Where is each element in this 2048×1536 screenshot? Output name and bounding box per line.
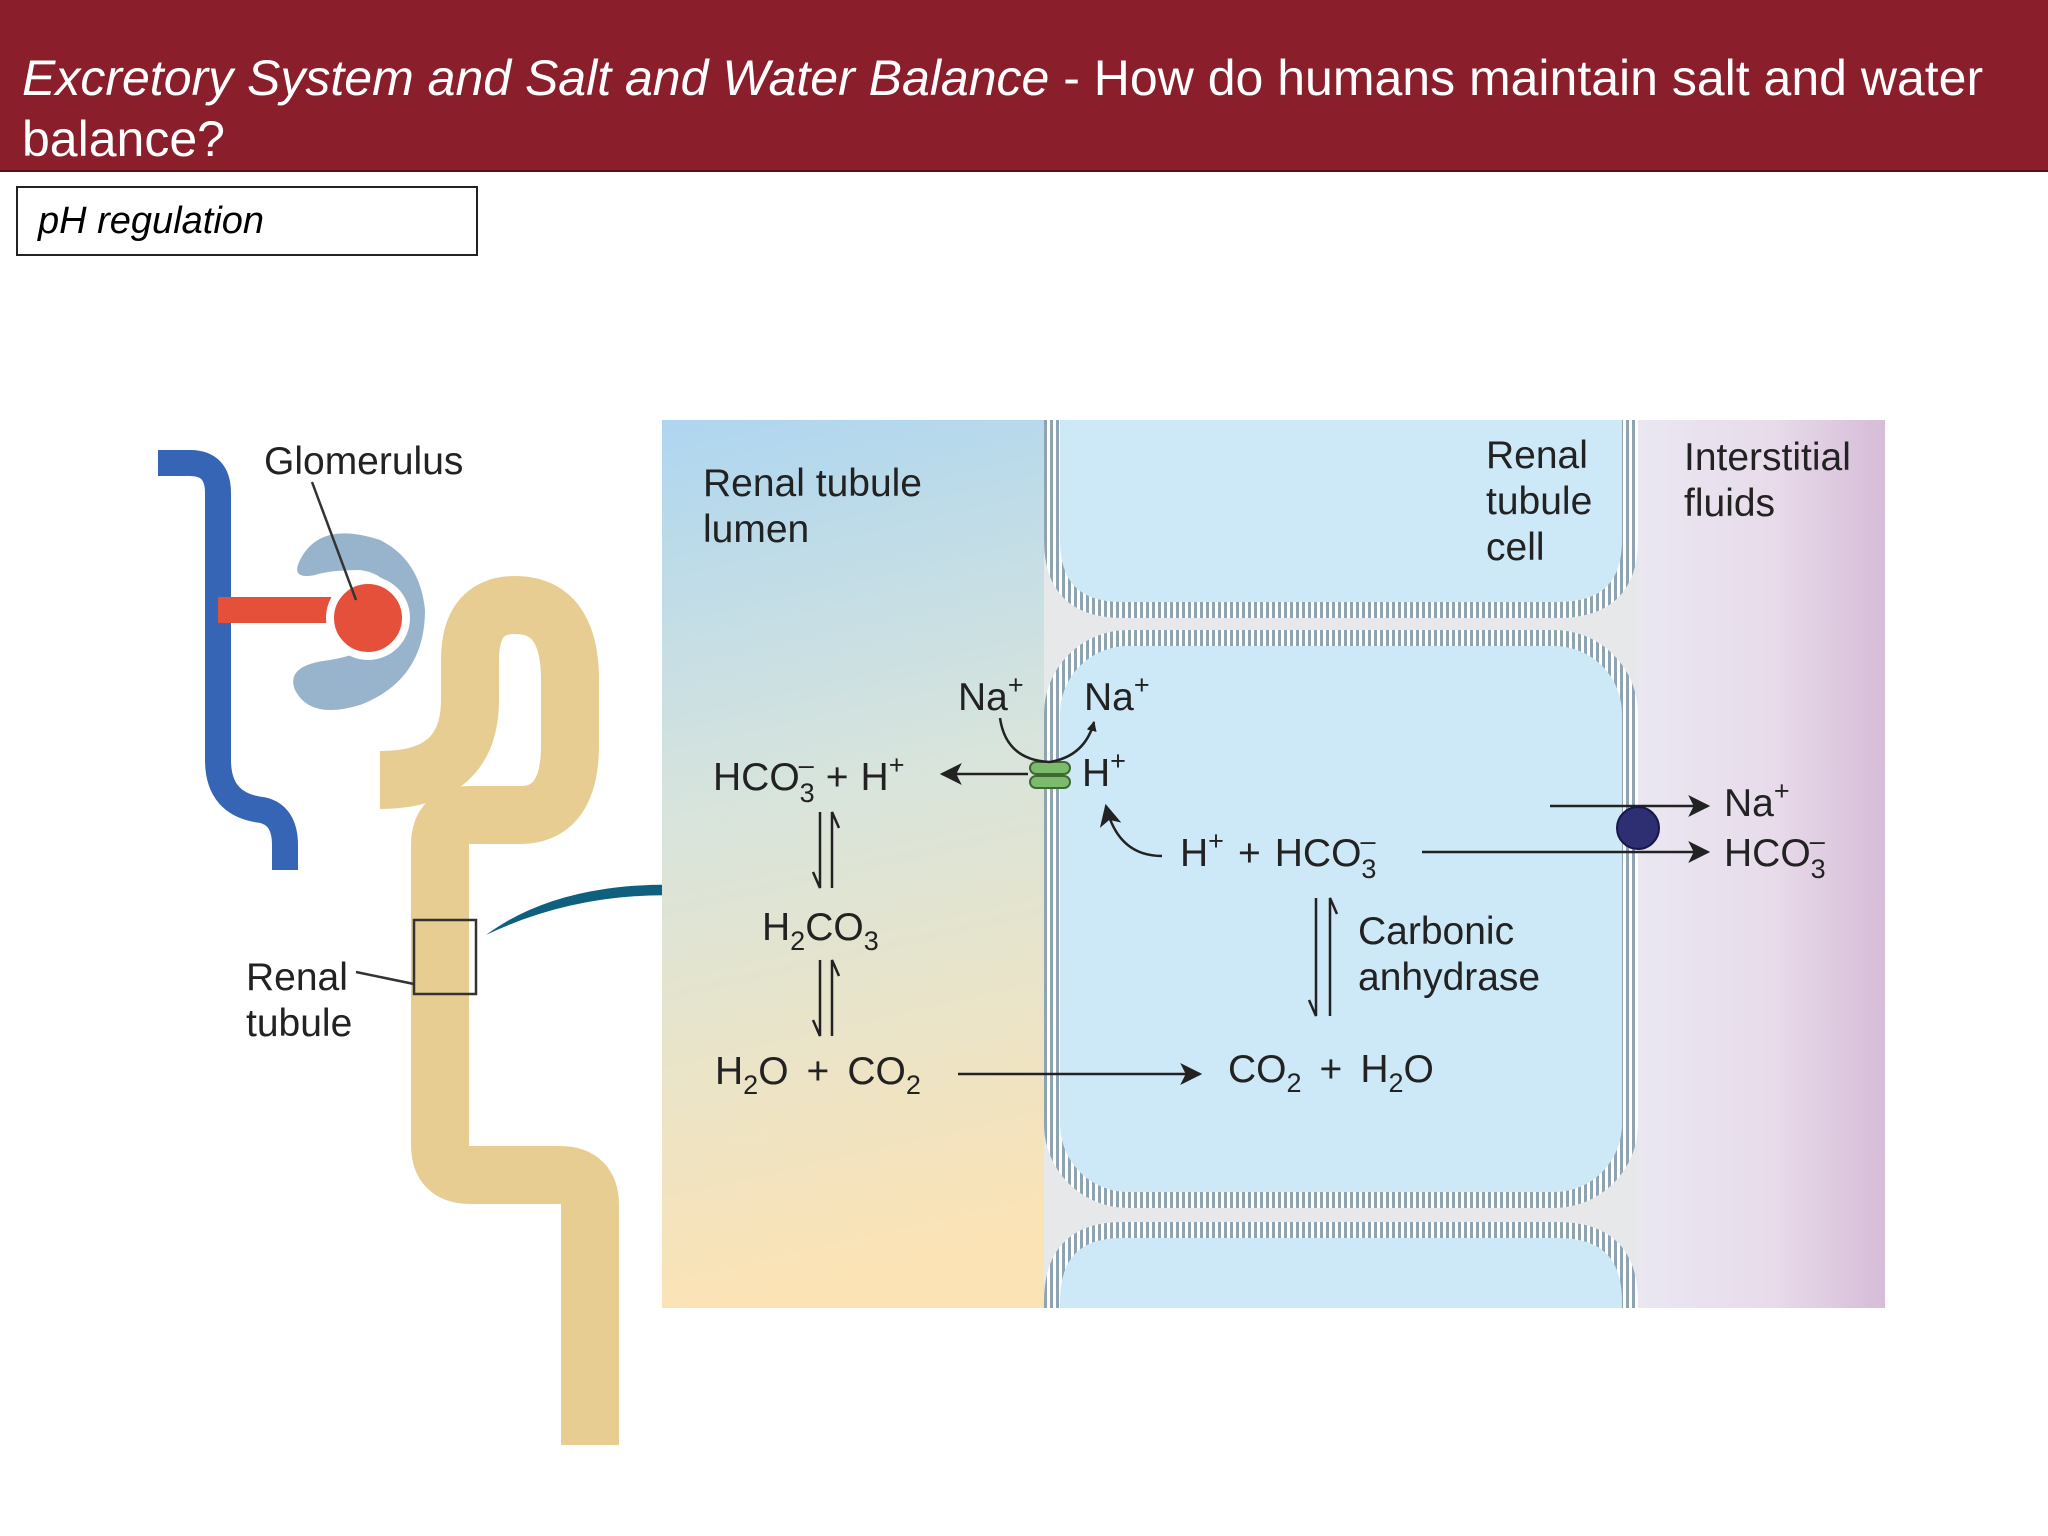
h-exchanger-label: H+ [1082,746,1126,795]
tubule-label-line2: tubule [246,1002,352,1045]
tubule-cell-panel: Renal tubule lumen Renal tubule cell Int… [662,420,1885,1308]
zoom-box [412,918,478,996]
title-question: - How do humans maintain salt and water … [22,50,1984,167]
h-to-exchanger-arrow [1099,803,1163,858]
na-cell-label: Na+ [1084,670,1150,719]
glomerulus-ball [326,576,410,660]
interstitial-region [1630,420,1885,1308]
tubule-pointer [355,970,415,986]
cell-label-line2: tubule [1486,480,1592,523]
interstitial-na-label: Na+ [1724,776,1790,825]
main-cell [1044,630,1638,1208]
blood-vessel [158,450,298,870]
enzyme-label-line1: Carbonic [1358,910,1514,953]
nephron-illustration: Glomerulus Renal tubule [158,440,726,1445]
tubule-label-line1: Renal [246,956,348,999]
na-bicarbonate-cotransporter [1616,806,1660,850]
cell-equilibrium [1307,897,1339,1017]
bowman-capsule [293,533,425,710]
zoom-arrow [486,852,726,935]
lumen-water-co2: H2O+CO2 [715,1050,921,1100]
cell-label-line1: Renal [1486,434,1588,477]
lumen-equilibrium-bottom [811,959,841,1037]
glomerulus-pointer [310,481,358,601]
cell-label-line3: cell [1486,526,1545,569]
interstitial-label-line1: Interstitial [1684,436,1851,479]
lumen-equilibrium-top [811,811,841,889]
subtitle-box: pH regulation [16,186,478,256]
title-topic: Excretory System and Salt and Water Bala… [22,50,1050,106]
interstitial-bicarbonate-label: HCO3– [1724,826,1826,884]
slide-title: Excretory System and Salt and Water Bala… [0,0,2048,172]
lumen-label-line2: lumen [703,508,809,551]
cell-h-bicarbonate: H++HCO3– [1180,826,1376,884]
na-lumen-label: Na+ [958,670,1024,719]
na-h-exchanger [1029,761,1071,789]
upper-cell [1044,420,1638,618]
lumen-carbonic-acid: H2CO3 [762,906,879,956]
cell-co2-water: CO2+H2O [1228,1048,1434,1098]
lumen-bicarbonate-h: HCO3–+H+ [713,750,904,808]
na-entry-arrow [998,717,1097,764]
subtitle-text: pH regulation [38,200,265,242]
glomerulus-label: Glomerulus [264,440,463,483]
lower-cell [1044,1222,1638,1308]
lumen-region [662,420,1052,1308]
interstitial-label-line2: fluids [1684,482,1775,525]
renal-tubule [379,576,619,1445]
enzyme-label-line2: anhydrase [1358,956,1540,999]
lumen-label-line1: Renal tubule [703,462,922,505]
